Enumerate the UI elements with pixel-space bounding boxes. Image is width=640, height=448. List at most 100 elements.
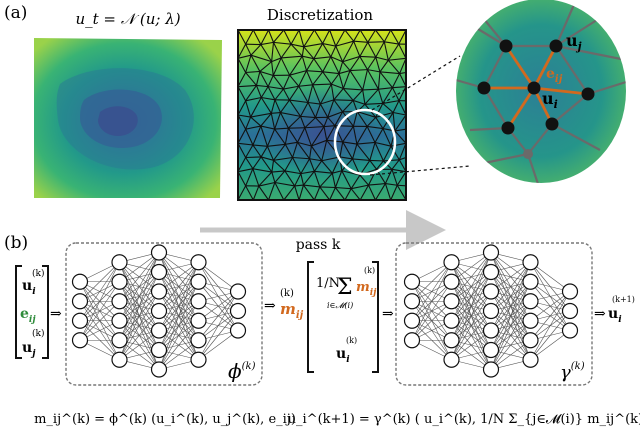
mesh-edge bbox=[398, 100, 407, 116]
mesh-edge bbox=[281, 55, 303, 59]
mesh-edge bbox=[285, 141, 298, 145]
input-uj: uj bbox=[22, 340, 36, 359]
network-connection bbox=[198, 291, 239, 321]
mesh-edge bbox=[284, 170, 301, 175]
mesh-edge bbox=[300, 115, 316, 119]
mesh-edge bbox=[323, 126, 328, 141]
network-connection bbox=[158, 281, 199, 370]
mesh-edge bbox=[323, 125, 335, 128]
mesh-edge bbox=[255, 85, 262, 98]
mesh-edge bbox=[283, 85, 299, 90]
mesh-edge bbox=[375, 111, 394, 118]
mesh-edge bbox=[374, 183, 386, 201]
mesh-edge bbox=[393, 111, 407, 116]
network-connection bbox=[198, 310, 239, 360]
mesh-edge bbox=[356, 111, 368, 127]
network-connection bbox=[490, 340, 531, 370]
discretization-title: Discretization bbox=[267, 6, 373, 24]
mesh-edge bbox=[237, 143, 247, 158]
zoom-node-i-label: ui bbox=[542, 89, 558, 111]
mesh-edge bbox=[237, 86, 247, 102]
mesh-edge bbox=[245, 85, 257, 102]
network-neuron bbox=[150, 302, 168, 320]
mesh-edge bbox=[383, 29, 392, 43]
mesh-edge bbox=[258, 185, 269, 201]
mesh-edge bbox=[366, 116, 377, 127]
network-neuron bbox=[482, 302, 500, 320]
mesh-edge bbox=[344, 29, 355, 42]
network-connection bbox=[451, 252, 492, 302]
network-neuron bbox=[403, 332, 421, 349]
mesh-edge bbox=[268, 182, 276, 201]
mesh-edge bbox=[271, 160, 275, 173]
mesh-edge bbox=[274, 170, 286, 183]
mesh-edge bbox=[274, 88, 284, 101]
network-connection bbox=[490, 262, 531, 292]
phi-label: ϕ(k) bbox=[228, 359, 256, 383]
mesh-edge bbox=[342, 111, 354, 127]
gamma-input-vector: 1/N Σ i∈𝓜(i) mij (k) ui (k) bbox=[307, 261, 379, 373]
mesh-edge bbox=[237, 58, 247, 73]
network-neuron bbox=[561, 322, 579, 339]
mesh-edge bbox=[303, 46, 315, 60]
mesh-edge bbox=[329, 187, 336, 201]
gamma-message: mij bbox=[356, 280, 377, 298]
equation-update: u_i^(k+1) = γ^(k) ( u_i^(k), 1/N Σ_{j∈𝓜(… bbox=[288, 412, 640, 427]
mesh-edge bbox=[237, 185, 247, 201]
mesh-edge bbox=[375, 103, 384, 118]
mesh-edge bbox=[297, 142, 311, 160]
mesh-edge bbox=[330, 84, 335, 100]
mesh-edge bbox=[237, 114, 247, 130]
network-connection bbox=[530, 310, 571, 360]
network-connection bbox=[451, 252, 492, 282]
mesh-edge bbox=[392, 100, 400, 113]
mesh-edge bbox=[353, 40, 361, 57]
mesh-edge bbox=[382, 128, 392, 147]
mesh-edge bbox=[313, 29, 324, 44]
network-neuron bbox=[482, 341, 500, 359]
mesh-edge bbox=[282, 88, 290, 101]
network-neuron bbox=[111, 332, 128, 349]
mesh-edge bbox=[320, 99, 334, 105]
mesh-edge bbox=[252, 168, 272, 173]
mesh-edge bbox=[300, 158, 311, 174]
gamma-input-arrow: ⇒ bbox=[382, 306, 394, 322]
gamma-network-box bbox=[395, 242, 593, 386]
network-neuron bbox=[150, 244, 168, 261]
network-connection bbox=[411, 262, 452, 341]
mesh-edge bbox=[237, 72, 247, 87]
mesh-edge bbox=[266, 128, 276, 147]
network-neuron bbox=[482, 361, 500, 378]
mesh-edge bbox=[375, 41, 385, 58]
network-neuron bbox=[111, 254, 128, 271]
network-neuron bbox=[443, 312, 460, 329]
mesh-edge bbox=[300, 170, 315, 175]
network-connection bbox=[119, 252, 160, 321]
network-neuron bbox=[71, 312, 89, 329]
mesh-edge bbox=[352, 143, 358, 160]
mesh-edge bbox=[326, 125, 336, 141]
mesh-edge bbox=[396, 184, 407, 201]
mesh-edge bbox=[323, 117, 329, 127]
mesh-edge bbox=[237, 43, 247, 59]
mesh-edge bbox=[352, 89, 364, 101]
mesh-edge bbox=[359, 55, 376, 58]
mesh-edge bbox=[334, 187, 346, 201]
mesh-edge bbox=[350, 174, 361, 189]
network-neuron bbox=[150, 341, 168, 359]
mesh-edge bbox=[284, 144, 294, 158]
node bbox=[545, 117, 559, 131]
mesh-edge bbox=[367, 56, 377, 70]
mesh-edge bbox=[314, 103, 321, 118]
mesh-edge bbox=[273, 156, 293, 161]
network-connection bbox=[198, 262, 239, 292]
mesh-edge bbox=[312, 83, 332, 86]
mesh-edge bbox=[245, 43, 252, 56]
mesh-edge bbox=[245, 185, 254, 201]
mesh-edge bbox=[379, 71, 393, 88]
network-connection bbox=[158, 262, 199, 331]
mesh-edge bbox=[398, 143, 407, 161]
mesh-edge bbox=[245, 70, 260, 74]
mesh-edge bbox=[382, 100, 400, 104]
network-neuron bbox=[522, 351, 539, 368]
